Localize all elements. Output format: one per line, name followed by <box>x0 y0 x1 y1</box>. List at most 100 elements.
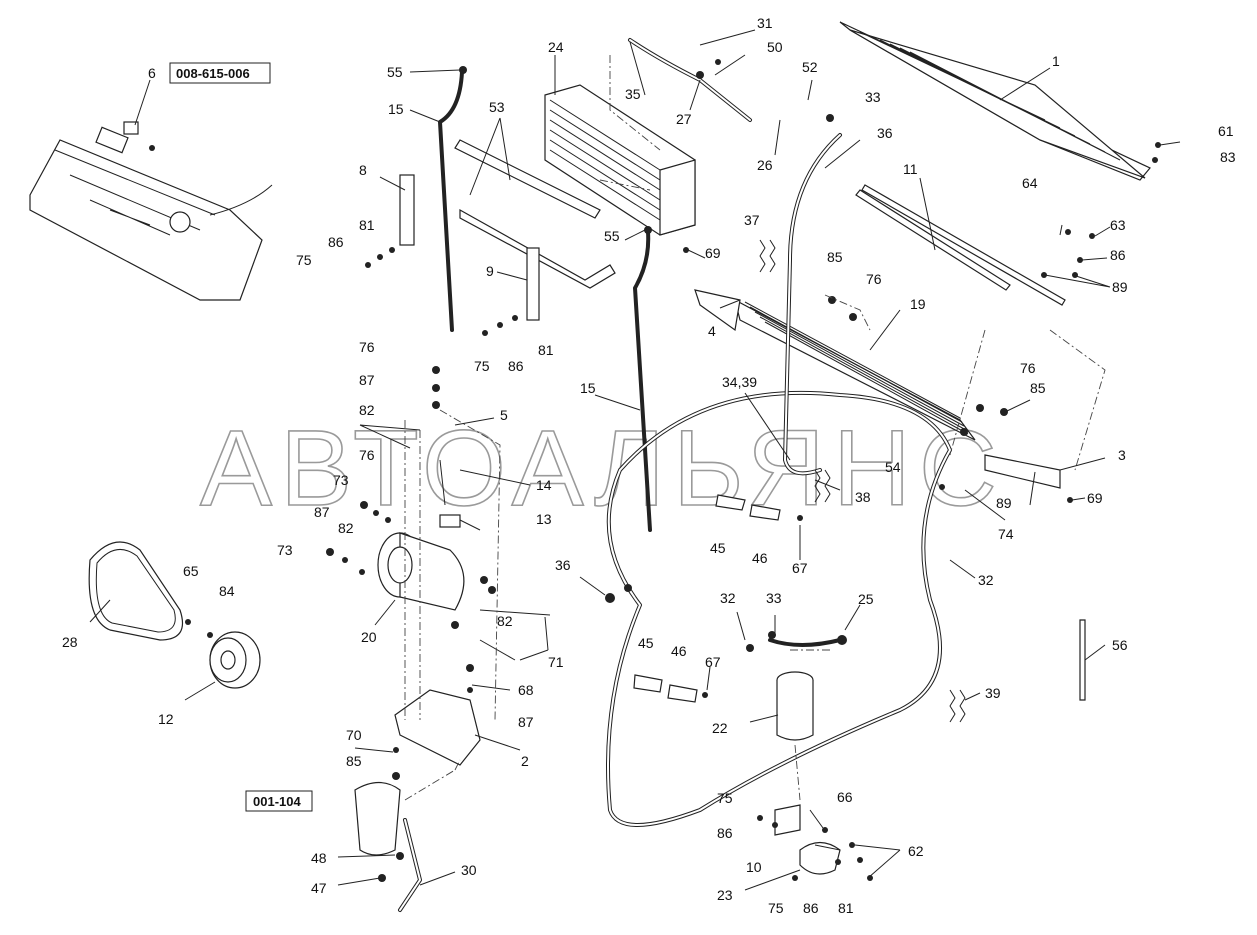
callout: 81 <box>838 900 854 916</box>
callout: 27 <box>676 111 692 127</box>
callout: 87 <box>359 372 375 388</box>
callout: 31 <box>757 15 773 31</box>
heater-core <box>544 84 696 236</box>
reference-box-008-615-006[interactable]: 008-615-006 <box>169 62 271 84</box>
filter-element <box>354 781 401 856</box>
callout: 66 <box>837 789 853 805</box>
callout: 15 <box>388 101 404 117</box>
callout: 11 <box>903 161 918 177</box>
stud-14 <box>439 459 446 506</box>
callout: 28 <box>62 634 78 650</box>
leader-lines <box>89 29 1181 891</box>
callout: 86 <box>328 234 344 250</box>
clamp-23 <box>799 841 841 875</box>
callout: 81 <box>538 342 554 358</box>
callout: 10 <box>746 859 762 875</box>
callout: 33 <box>766 590 782 606</box>
callout: 46 <box>752 550 768 566</box>
callout: 20 <box>361 629 377 645</box>
callout: 61 <box>1218 123 1234 139</box>
callout: 4 <box>708 323 716 339</box>
callout: 64 <box>1022 175 1038 191</box>
callout: 63 <box>1110 217 1126 233</box>
callout: 82 <box>359 402 375 418</box>
callout: 68 <box>518 682 534 698</box>
assembly-lines <box>404 55 1106 801</box>
clamp-46b <box>667 684 698 703</box>
callout: 22 <box>712 720 728 736</box>
svg-text:001-104: 001-104 <box>253 794 301 809</box>
callout: 85 <box>827 249 843 265</box>
callout: 8 <box>359 162 367 178</box>
pulley <box>209 631 261 689</box>
callout: 69 <box>1087 490 1103 506</box>
callout: 32 <box>720 590 736 606</box>
callout: 76 <box>359 447 375 463</box>
callout: 38 <box>855 489 871 505</box>
callout: 75 <box>768 900 784 916</box>
callout: 75 <box>717 790 733 806</box>
callout: 25 <box>858 591 874 607</box>
callout: 85 <box>346 753 362 769</box>
callout: 87 <box>314 504 330 520</box>
callout: 67 <box>705 654 721 670</box>
callout: 24 <box>548 39 564 55</box>
callout: 30 <box>461 862 477 878</box>
callout: 71 <box>548 654 564 670</box>
callout: 14 <box>536 477 552 493</box>
callout: 55 <box>604 228 620 244</box>
callout: 36 <box>877 125 893 141</box>
callout: 36 <box>555 557 571 573</box>
callout: 76 <box>1020 360 1036 376</box>
plate-10 <box>774 804 801 836</box>
callout: 74 <box>998 526 1014 542</box>
callout: 9 <box>486 263 494 279</box>
dashboard-module <box>29 121 273 301</box>
callout: 82 <box>497 613 513 629</box>
callout: 50 <box>767 39 783 55</box>
callout: 73 <box>333 472 349 488</box>
callout: 75 <box>296 252 312 268</box>
callout: 75 <box>474 358 490 374</box>
bracket-3 <box>984 454 1061 489</box>
callout: 15 <box>580 380 596 396</box>
callout: 3 <box>1118 447 1126 463</box>
callout: 56 <box>1112 637 1128 653</box>
clamp-45b <box>633 674 663 693</box>
reference-box-001-104[interactable]: 001-104 <box>245 790 313 812</box>
callout: 86 <box>1110 247 1126 263</box>
callout: 52 <box>802 59 818 75</box>
callout: 84 <box>219 583 235 599</box>
callout: 19 <box>910 296 926 312</box>
callout: 39 <box>985 685 1001 701</box>
callout: 23 <box>717 887 733 903</box>
condenser-panel <box>839 21 1151 181</box>
callout: 86 <box>508 358 524 374</box>
callout: 69 <box>705 245 721 261</box>
bolt-71 <box>479 609 551 661</box>
fasteners <box>149 59 1161 882</box>
callout: 76 <box>359 339 375 355</box>
watermark: АВТОАЛЬЯНС <box>200 407 1005 528</box>
callout: 89 <box>996 495 1012 511</box>
callout: 53 <box>489 99 505 115</box>
compressor <box>377 532 465 611</box>
callout: 2 <box>521 753 529 769</box>
svg-text:008-615-006: 008-615-006 <box>176 66 250 81</box>
callout: 81 <box>359 217 375 233</box>
callout: 48 <box>311 850 327 866</box>
clamp-46 <box>749 504 781 521</box>
receiver-drier <box>776 671 814 741</box>
callout: 32 <box>978 572 994 588</box>
hose-pipe-33 <box>768 638 842 647</box>
callout: 45 <box>710 540 726 556</box>
callout: 47 <box>311 880 327 896</box>
spring-39 <box>949 689 966 723</box>
condenser <box>694 289 976 441</box>
callout: 26 <box>757 157 773 173</box>
callout: 5 <box>500 407 508 423</box>
callout: 62 <box>908 843 924 859</box>
spring-38 <box>814 469 831 503</box>
callout: 13 <box>536 511 552 527</box>
